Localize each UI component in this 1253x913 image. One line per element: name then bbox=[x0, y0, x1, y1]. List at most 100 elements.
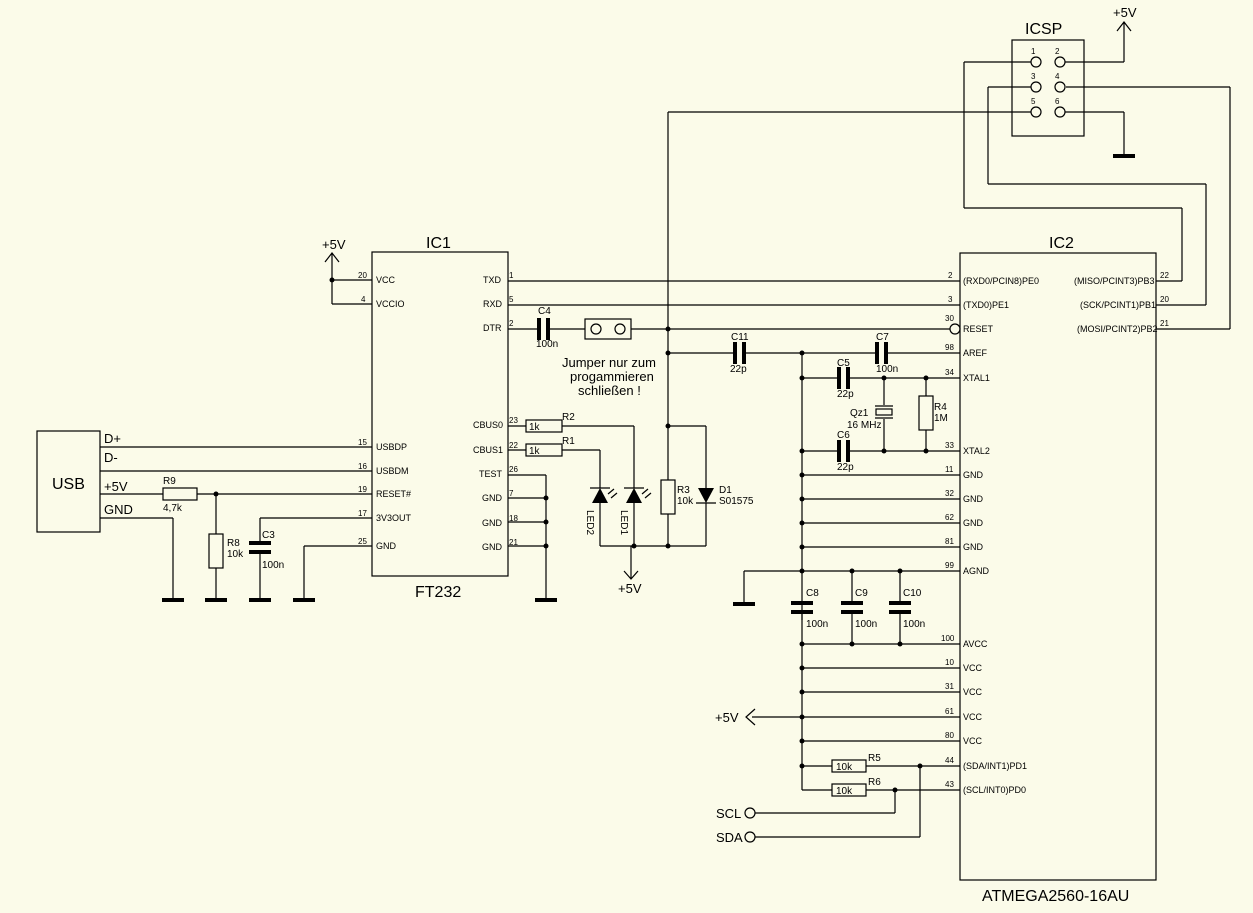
aref-network: C11 22p C7 100n bbox=[668, 332, 960, 375]
ic2-pin-name: (MOSI/PCINT2)PB2 bbox=[1077, 324, 1158, 334]
ic2-pin-num: 100 bbox=[941, 634, 955, 643]
usb-connector: USB D+ D- +5V GND bbox=[36, 430, 133, 533]
icsp-vcc-label: +5V bbox=[1113, 5, 1137, 20]
ic1-ft232: IC1 FT232 20 VCC 4 VCCIO 15 USBDP 16 USB… bbox=[358, 235, 518, 601]
c11-value: 22p bbox=[730, 364, 747, 375]
ic1-pin-num: 15 bbox=[358, 438, 367, 447]
ic1-pin-num: 18 bbox=[509, 514, 518, 523]
ic1-pin-num: 16 bbox=[358, 462, 367, 471]
ic1-pin-num: 20 bbox=[358, 271, 367, 280]
ic2-pin-name: VCC bbox=[963, 712, 983, 722]
r8-ref: R8 bbox=[227, 538, 240, 549]
ic1-pin-num: 22 bbox=[509, 441, 518, 450]
r8-value: 10k bbox=[227, 549, 244, 560]
c8-ref: C8 bbox=[806, 588, 819, 599]
jumper-note-line: Jumper nur zum bbox=[562, 355, 656, 370]
sda-label: SDA bbox=[716, 830, 743, 845]
ic1-pin-num: 25 bbox=[358, 537, 367, 546]
crystal-network: C5 22p C6 22p Qz1 16 MHz R4 1M bbox=[799, 353, 960, 620]
ic2-pin-num: 33 bbox=[945, 441, 954, 450]
ic1-pin-name: GND bbox=[482, 493, 503, 503]
ic2-pin-name: VCC bbox=[963, 663, 983, 673]
icsp-title: ICSP bbox=[1025, 21, 1062, 38]
c4-value: 100n bbox=[536, 339, 558, 350]
c3-value: 100n bbox=[262, 560, 284, 571]
c7-ref: C7 bbox=[876, 332, 889, 343]
jumper-note: Jumper nur zum progammieren schließen ! bbox=[562, 355, 656, 398]
ic1-vcc-label: +5V bbox=[322, 237, 346, 252]
r3-ref: R3 bbox=[677, 485, 690, 496]
ic2-pin-num: 3 bbox=[948, 295, 953, 304]
ic2-pin-num: 30 bbox=[945, 314, 954, 323]
ic2-pin-num: 98 bbox=[945, 343, 954, 352]
reset-network: R3 10k D1 S01575 bbox=[660, 112, 754, 546]
ic1-pin-name: USBDP bbox=[376, 442, 407, 452]
ic2-pin-name: VCC bbox=[963, 736, 983, 746]
icsp-pin-num: 1 bbox=[1031, 47, 1036, 56]
ic2-pin-num: 11 bbox=[945, 465, 954, 474]
r6-value: 10k bbox=[836, 786, 853, 797]
ic1-gnd25-wire bbox=[293, 545, 372, 602]
jumper-note-line: schließen ! bbox=[578, 383, 641, 398]
usb-pin-dplus: D+ bbox=[104, 431, 121, 446]
ic2-gnd-bus bbox=[733, 472, 960, 606]
uart-lines bbox=[508, 280, 960, 306]
usb-pin-gnd: GND bbox=[104, 502, 133, 517]
ic1-pin-name: VCCIO bbox=[376, 299, 405, 309]
ic2-pin-num: 61 bbox=[945, 707, 954, 716]
i2c-pullups: 10k R5 10k R6 SCL SDA bbox=[716, 753, 960, 845]
resistor-r8: R8 10k bbox=[205, 494, 244, 602]
ic2-pin-num: 10 bbox=[945, 658, 954, 667]
ic1-pin-num: 4 bbox=[361, 295, 366, 304]
r1-value: 1k bbox=[529, 446, 541, 457]
ic2-pin-name: (RXD0/PCIN8)PE0 bbox=[963, 276, 1039, 286]
r4-value: 1M bbox=[934, 413, 948, 424]
c10-ref: C10 bbox=[903, 588, 922, 599]
r2-ref: R2 bbox=[562, 412, 575, 423]
ic1-pin-name: CBUS0 bbox=[473, 420, 503, 430]
r3-value: 10k bbox=[677, 496, 694, 507]
c5-ref: C5 bbox=[837, 358, 850, 369]
ic2-pin-num: 21 bbox=[1160, 319, 1169, 328]
c3-ref: C3 bbox=[262, 530, 275, 541]
ic2-pin-num: 43 bbox=[945, 780, 954, 789]
ic2-pin-name: GND bbox=[963, 470, 984, 480]
icsp-header: ICSP 1 2 3 4 5 6 +5V bbox=[1011, 5, 1137, 158]
c11-ref: C11 bbox=[731, 332, 749, 343]
ic2-pin-num: 20 bbox=[1160, 295, 1169, 304]
c7-value: 100n bbox=[876, 364, 898, 375]
ic1-pin-name: USBDM bbox=[376, 466, 409, 476]
ic2-pin-name: AVCC bbox=[963, 639, 988, 649]
c6-ref: C6 bbox=[837, 430, 850, 441]
ic1-pin-name: CBUS1 bbox=[473, 445, 503, 455]
ic2-ref: IC2 bbox=[1049, 235, 1074, 252]
ic2-pin-name: GND bbox=[963, 494, 984, 504]
c8-value: 100n bbox=[806, 619, 828, 630]
ic1-pin-num: 23 bbox=[509, 416, 518, 425]
ic1-pin-name: TXD bbox=[483, 275, 502, 285]
c6-value: 22p bbox=[837, 462, 854, 473]
ic1-part: FT232 bbox=[415, 584, 461, 601]
ic2-vcc-label: +5V bbox=[715, 710, 739, 725]
ic1-pin-name: RXD bbox=[483, 299, 503, 309]
ic1-pin-num: 19 bbox=[358, 485, 367, 494]
c5-value: 22p bbox=[837, 389, 854, 400]
ic1-pin-name: 3V3OUT bbox=[376, 513, 412, 523]
qz1-ref: Qz1 bbox=[850, 408, 869, 419]
resistor-r9: R9 4,7k bbox=[162, 476, 198, 514]
r5-ref: R5 bbox=[868, 753, 881, 764]
usb-title: USB bbox=[52, 476, 85, 493]
ic2-pin-num: 62 bbox=[945, 513, 954, 522]
ic1-pin-name: GND bbox=[482, 542, 503, 552]
r9-value: 4,7k bbox=[163, 503, 183, 514]
c4-ref: C4 bbox=[538, 306, 551, 317]
qz1-value: 16 MHz bbox=[847, 420, 881, 431]
r1-ref: R1 bbox=[562, 436, 575, 447]
ic2-pin-num: 34 bbox=[945, 368, 954, 377]
ic2-pin-num: 99 bbox=[945, 561, 954, 570]
ic2-pin-name: AGND bbox=[963, 566, 990, 576]
jumper-note-line: progammieren bbox=[570, 369, 654, 384]
ic2-pin-num: 81 bbox=[945, 537, 954, 546]
led1-ref: LED1 bbox=[618, 510, 629, 535]
